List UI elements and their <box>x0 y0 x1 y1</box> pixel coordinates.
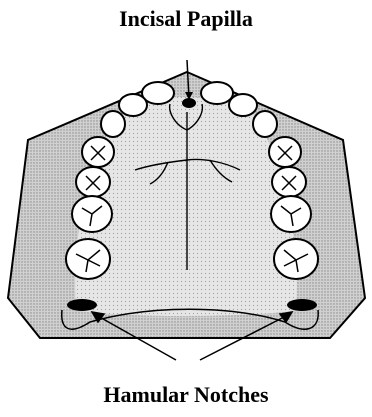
tooth-left-lateral-incisor <box>119 94 147 116</box>
tooth-right-molar-2 <box>274 239 318 279</box>
tooth-left-canine <box>101 111 125 137</box>
tooth-right-central-incisor <box>201 82 233 104</box>
tooth-left-molar-2 <box>66 239 110 279</box>
hamular-notch-left <box>67 299 97 311</box>
tooth-right-canine <box>253 111 277 137</box>
tooth-right-lateral-incisor <box>229 94 257 116</box>
hamular-notch-right <box>287 299 317 311</box>
